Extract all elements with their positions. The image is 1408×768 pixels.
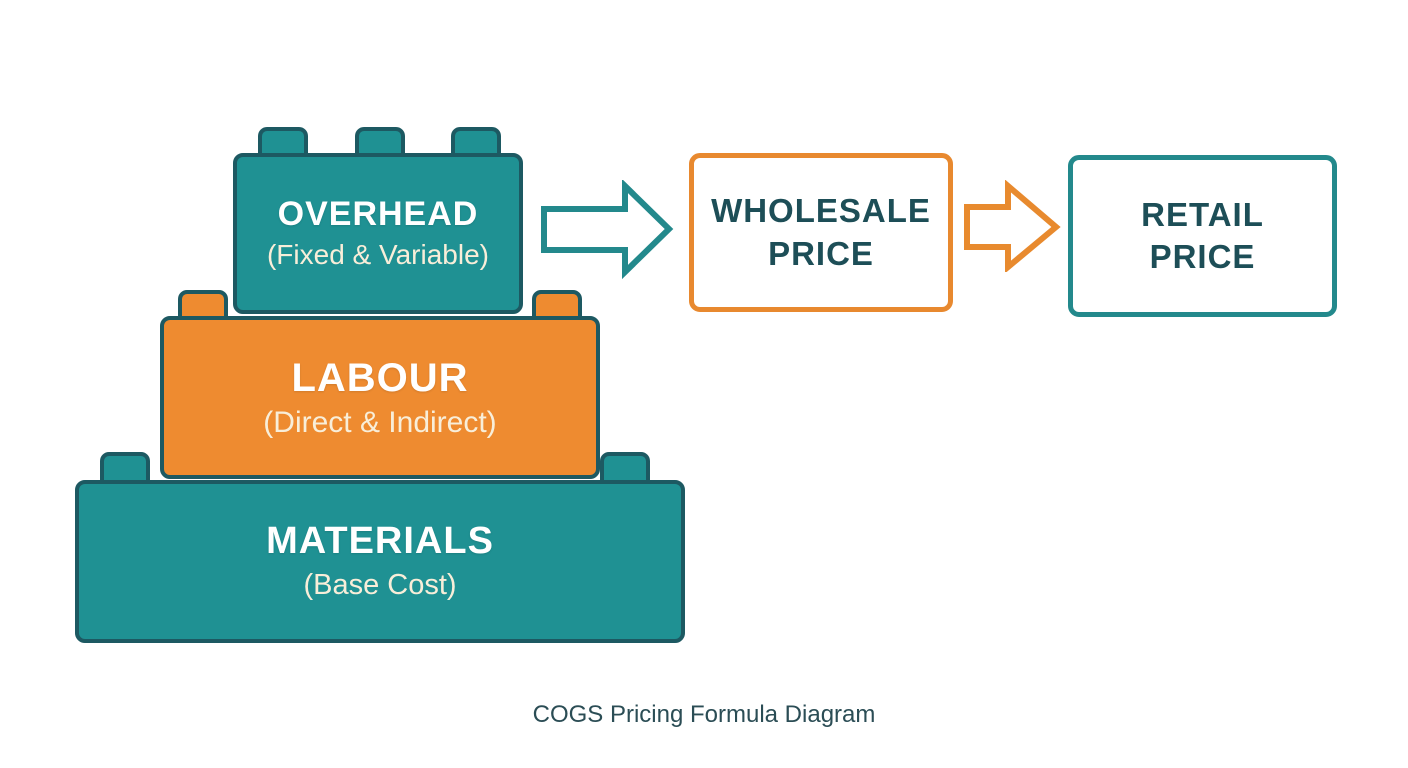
materials-title: MATERIALS <box>266 520 494 563</box>
retail-price-line1: RETAIL <box>1141 195 1264 233</box>
materials-subtitle: (Base Cost) <box>303 568 457 601</box>
wholesale-price-line2: PRICE <box>768 234 874 272</box>
overhead-title: OVERHEAD <box>277 195 479 234</box>
arrow-right-icon-orange <box>964 180 1061 272</box>
materials-block: MATERIALS (Base Cost) <box>75 480 685 643</box>
retail-price-box: RETAIL PRICE <box>1068 155 1337 317</box>
labour-title: LABOUR <box>291 355 469 400</box>
wholesale-price-box: WHOLESALE PRICE <box>689 153 953 312</box>
retail-price-line2: PRICE <box>1149 238 1256 275</box>
diagram-caption: COGS Pricing Formula Diagram <box>532 701 876 728</box>
overhead-subtitle: (Fixed & Variable) <box>266 239 489 271</box>
overhead-block: OVERHEAD (Fixed & Variable) <box>233 153 523 314</box>
wholesale-price-line1: WHOLESALE <box>711 192 931 230</box>
arrow-right-icon-teal <box>541 180 674 280</box>
labour-block: LABOUR (Direct & Indirect) <box>160 316 600 479</box>
labour-subtitle: (Direct & Indirect) <box>263 405 497 439</box>
